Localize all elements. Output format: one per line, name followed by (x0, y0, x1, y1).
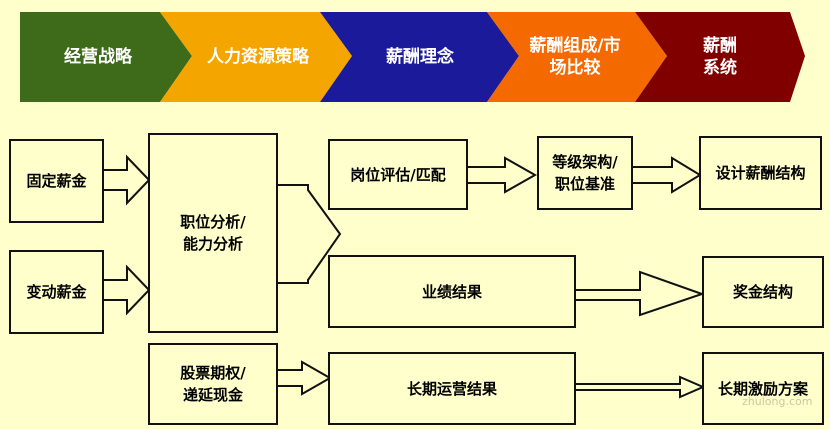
arrow-fixed-to-analysis (102, 154, 151, 206)
arrow-performance-to-bonus (574, 270, 706, 317)
chevron-step-4 (487, 12, 667, 102)
box-job-evaluation: 岗位评估/匹配 (328, 139, 468, 210)
box-variable-pay: 变动薪金 (9, 250, 104, 334)
box-design-structure: 设计薪酬结构 (699, 136, 822, 210)
step-label-pay-system: 薪酬 系统 (703, 36, 737, 78)
box-stock-options: 股票期权/ 递延现金 (148, 343, 278, 425)
box-long-term-incentive: 长期激励方案 (702, 352, 824, 425)
box-long-term-results: 长期运营结果 (328, 352, 576, 425)
arrow-evaluation-to-grade (466, 156, 538, 194)
step-label-strategy: 经营战略 (64, 47, 132, 67)
chevron-step-5 (635, 12, 805, 102)
box-performance: 业绩结果 (328, 255, 576, 328)
chevron-step-1 (20, 12, 192, 102)
box-job-analysis: 职位分析/ 能力分析 (148, 133, 278, 333)
arrow-stock-to-results (276, 360, 333, 396)
arrow-variable-to-analysis (102, 264, 151, 316)
chevron-step-3 (320, 12, 519, 102)
box-fixed-pay: 固定薪金 (9, 139, 104, 223)
watermark: zhulong.com (742, 395, 813, 408)
step-label-hr-strategy: 人力资源策略 (207, 47, 309, 67)
box-grade-structure: 等级架构/ 职位基准 (537, 136, 633, 210)
step-label-pay-philosophy: 薪酬理念 (386, 47, 454, 67)
arrow-results-to-incentive (574, 375, 706, 399)
chevron-step-2 (160, 12, 352, 102)
process-chevrons (20, 12, 805, 102)
box-bonus-structure: 奖金结构 (702, 256, 824, 328)
arrow-grade-to-design (631, 156, 702, 194)
step-label-pay-composition: 薪酬组成/市 场比较 (529, 36, 621, 78)
